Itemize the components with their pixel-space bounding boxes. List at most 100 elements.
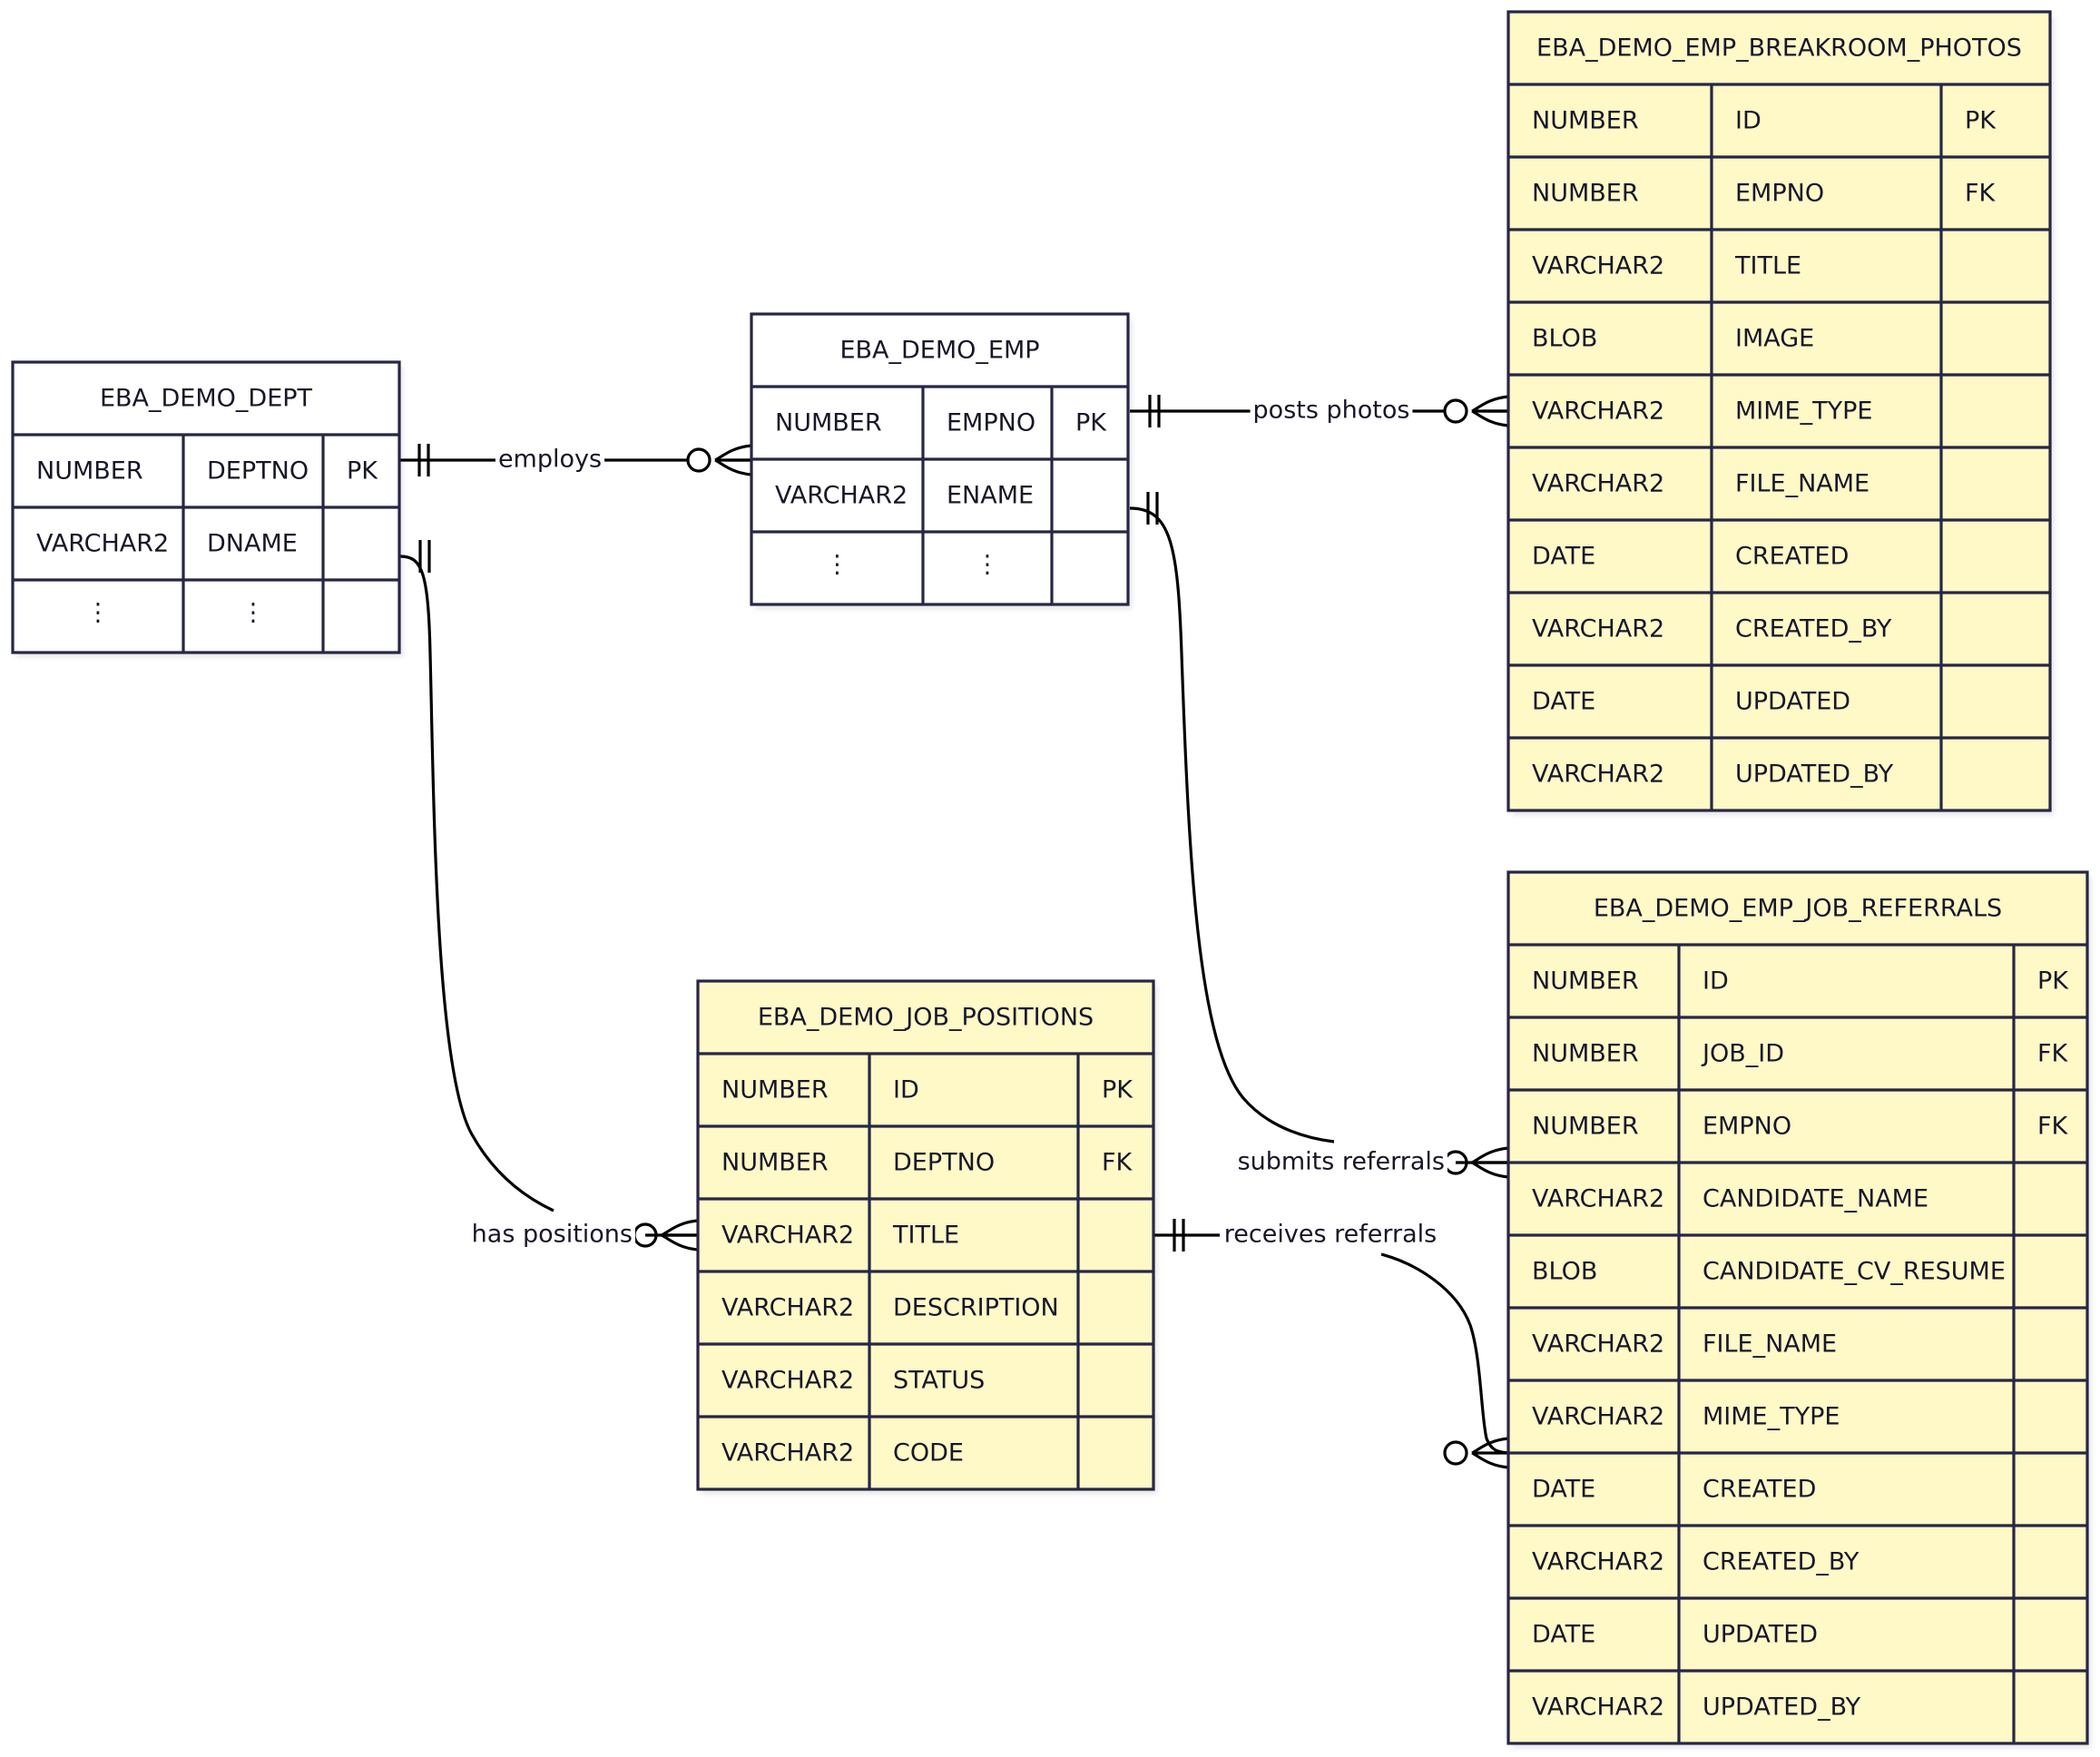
column-type: BLOB [1532, 1258, 1597, 1286]
column-type: NUMBER [1532, 967, 1639, 996]
entity-title: EBA_DEMO_EMP [839, 337, 1039, 365]
column-name: ENAME [947, 482, 1034, 510]
entity-box [1508, 12, 2050, 810]
relationship-receives-referrals [1154, 1219, 1509, 1469]
column-name: ⋮ [976, 551, 1000, 579]
column-name: CREATED [1735, 543, 1849, 571]
relationship-label: has positions [472, 1221, 633, 1249]
column-name: UPDATED [1735, 688, 1850, 716]
column-type: VARCHAR2 [1532, 1403, 1664, 1431]
column-name: EMPNO [947, 409, 1035, 437]
column-name: ID [1735, 107, 1761, 135]
column-name: CREATED_BY [1735, 615, 1892, 643]
column-type: VARCHAR2 [1532, 470, 1664, 498]
relationship-label: employs [498, 446, 602, 474]
column-type: VARCHAR2 [1532, 398, 1664, 426]
entity-emp: EBA_DEMO_EMP NUMBER EMPNO PK VARCHAR2 ENAME ⋮ ⋮ [750, 312, 1130, 606]
column-name: CANDIDATE_NAME [1703, 1185, 1928, 1213]
label-background [1250, 395, 1413, 426]
column-name: MIME_TYPE [1735, 398, 1872, 426]
relationship-label: posts photos [1253, 397, 1410, 425]
column-type: VARCHAR2 [1532, 1693, 1664, 1722]
label-background [1234, 1146, 1447, 1177]
entity-grid [1506, 10, 2052, 812]
column-type: VARCHAR2 [1532, 615, 1664, 643]
entity-grid [750, 312, 1130, 606]
column-name: MIME_TYPE [1703, 1403, 1840, 1431]
column-type: DATE [1532, 1476, 1595, 1504]
column-key: PK [1102, 1076, 1133, 1104]
column-name: UPDATED_BY [1703, 1693, 1861, 1722]
column-key: PK [1965, 107, 1997, 135]
column-type: VARCHAR2 [721, 1439, 854, 1467]
column-type: NUMBER [775, 409, 882, 437]
column-type: NUMBER [1532, 1040, 1639, 1068]
column-name: IMAGE [1735, 325, 1814, 353]
column-type: VARCHAR2 [1532, 1330, 1664, 1359]
relationship-line [399, 555, 554, 1212]
column-key: PK [2037, 967, 2069, 996]
column-type: VARCHAR2 [721, 1294, 854, 1322]
column-name: CREATED [1703, 1476, 1816, 1504]
column-name: JOB_ID [1701, 1040, 1784, 1068]
column-type: NUMBER [36, 457, 143, 486]
entity-grid [1506, 870, 2089, 1745]
column-name: UPDATED [1703, 1621, 1818, 1649]
column-type: VARCHAR2 [721, 1222, 854, 1250]
label-background [468, 1219, 635, 1250]
column-type: VARCHAR2 [721, 1367, 854, 1395]
column-name: DNAME [207, 530, 298, 558]
entity-grid [696, 979, 1155, 1491]
column-type: VARCHAR2 [1532, 1548, 1664, 1576]
column-type: BLOB [1532, 325, 1597, 353]
column-type: NUMBER [1532, 1113, 1639, 1141]
relationship-submits-referrals [1129, 492, 1509, 1179]
entity-title: EBA_DEMO_DEPT [100, 385, 313, 413]
column-type: NUMBER [721, 1076, 829, 1104]
column-type: VARCHAR2 [1532, 761, 1664, 789]
column-name: ID [1703, 967, 1729, 996]
column-name: ⋮ [241, 599, 266, 627]
column-type: VARCHAR2 [775, 482, 908, 510]
entity-grid [11, 360, 401, 654]
column-name: DEPTNO [207, 457, 309, 486]
column-name: TITLE [892, 1222, 959, 1250]
label-background [495, 444, 605, 475]
column-name: CREATED_BY [1703, 1548, 1860, 1576]
column-key: FK [1102, 1149, 1133, 1177]
relationship-has-positions [399, 540, 699, 1251]
column-type: NUMBER [721, 1149, 829, 1177]
column-name: ID [893, 1076, 919, 1104]
column-name: EMPNO [1735, 180, 1824, 208]
entity-title: EBA_DEMO_JOB_POSITIONS [758, 1004, 1094, 1032]
entity-photos: EBA_DEMO_EMP_BREAKROOM_PHOTOS NUMBER ID PK N… [1506, 10, 2052, 812]
column-name: UPDATED_BY [1735, 761, 1894, 789]
column-type: VARCHAR2 [36, 530, 169, 558]
column-type: DATE [1532, 688, 1595, 716]
column-key: PK [347, 457, 378, 486]
column-type: DATE [1532, 1621, 1595, 1649]
relationship-posts-photos [1130, 395, 1509, 427]
relationship-label: submits referrals [1238, 1148, 1445, 1176]
column-key: FK [1965, 180, 1997, 208]
column-name: CANDIDATE_CV_RESUME [1703, 1258, 2006, 1286]
column-name: EMPNO [1703, 1113, 1791, 1141]
column-type: NUMBER [1532, 107, 1639, 135]
column-type: ⋮ [86, 599, 111, 627]
relationship-label: receives referrals [1224, 1221, 1437, 1249]
entity-title: EBA_DEMO_EMP_JOB_REFERRALS [1594, 895, 2002, 923]
column-type: DATE [1532, 543, 1595, 571]
relationship-line [1154, 1233, 1509, 1455]
column-name: FILE_NAME [1735, 470, 1869, 498]
column-type: VARCHAR2 [1532, 252, 1664, 280]
column-type: ⋮ [825, 551, 849, 579]
column-key: FK [2037, 1113, 2069, 1141]
relationship-line [1129, 506, 1335, 1144]
entity-title: EBA_DEMO_EMP_BREAKROOM_PHOTOS [1536, 34, 2022, 63]
column-name: CODE [893, 1439, 964, 1467]
column-type: NUMBER [1532, 180, 1639, 208]
column-name: STATUS [893, 1367, 985, 1395]
column-key: PK [1075, 409, 1107, 437]
